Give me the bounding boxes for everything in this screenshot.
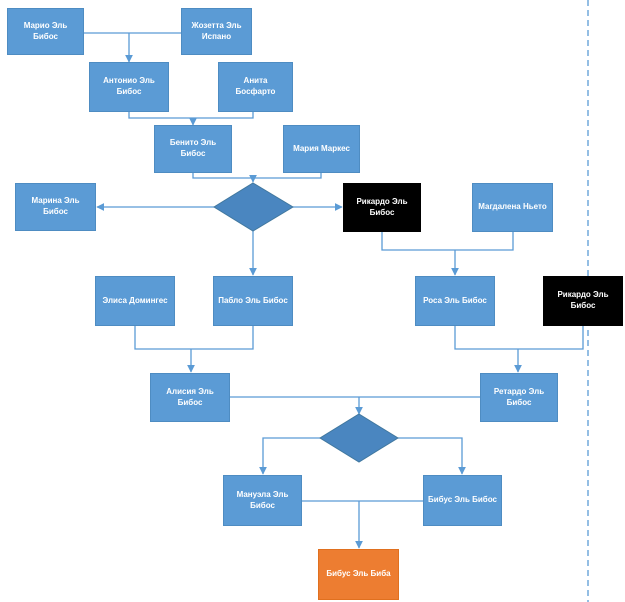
connector-rikardo-magdalena <box>381 232 514 251</box>
node-mario[interactable]: Марио Эль Бибос <box>7 8 84 55</box>
connector-antonio-anita <box>128 112 254 119</box>
arrow-to-manuala <box>259 437 320 475</box>
connector-benito-maria <box>192 173 322 179</box>
node-rosa[interactable]: Роса Эль Бибос <box>415 276 495 326</box>
node-pablo[interactable]: Пабло Эль Бибос <box>213 276 293 326</box>
arrow-to-bibus <box>398 437 466 475</box>
node-rikardo-1[interactable]: Рикардо Эль Бибос <box>343 183 421 232</box>
node-antonio[interactable]: Антонио Эль Бибос <box>89 62 169 112</box>
node-bibus[interactable]: Бибус Эль Бибос <box>423 475 502 526</box>
node-maria[interactable]: Мария Маркес <box>283 125 360 173</box>
node-retardo[interactable]: Ретардо Эль Бибос <box>480 373 558 422</box>
marriage-diamond-1 <box>213 182 294 232</box>
node-magdalena[interactable]: Магдалена Ньето <box>472 183 553 232</box>
node-elisa[interactable]: Элиса Домингес <box>95 276 175 326</box>
node-alisia[interactable]: Алисия Эль Бибос <box>150 373 230 422</box>
marriage-diamond-2 <box>319 413 399 463</box>
connector-elisa-pablo <box>134 326 254 350</box>
node-biba[interactable]: Бибус Эль Биба <box>318 549 399 600</box>
node-benito[interactable]: Бенито Эль Бибос <box>154 125 232 173</box>
connector-rosa-rikardo-2 <box>454 326 584 350</box>
node-rikardo-2[interactable]: Рикардо Эль Бибос <box>543 276 623 326</box>
node-anita[interactable]: Анита Босфарто <box>218 62 293 112</box>
node-marina[interactable]: Марина Эль Бибос <box>15 183 96 231</box>
node-manuala[interactable]: Мануэла Эль Бибос <box>223 475 302 526</box>
node-zhozetta[interactable]: Жозетта Эль Испано <box>181 8 252 55</box>
